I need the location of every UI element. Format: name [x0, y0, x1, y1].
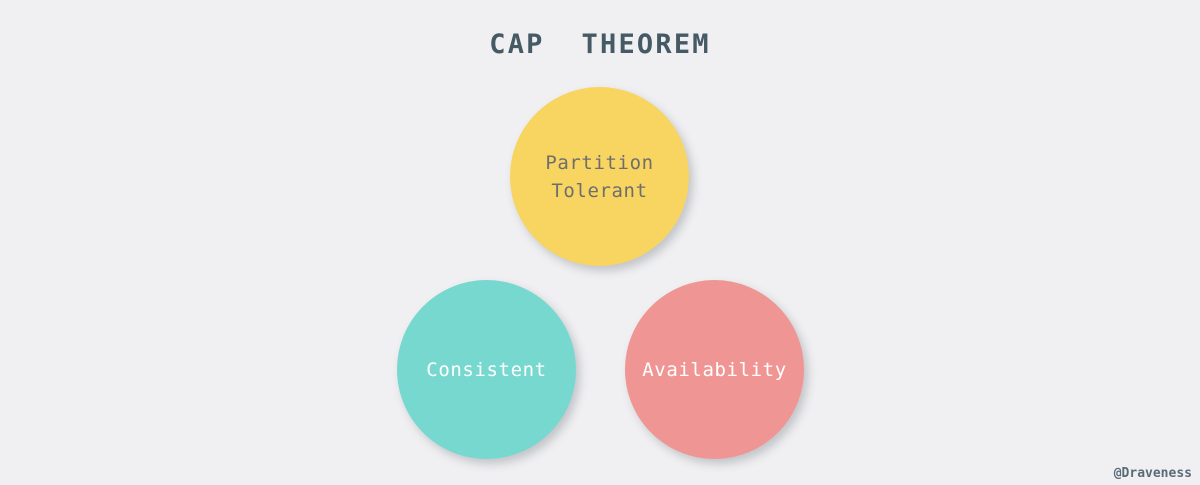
node-availability: Availability: [625, 280, 804, 459]
node-consistent: Consistent: [397, 280, 576, 459]
page-title: CAP THEOREM: [489, 29, 711, 60]
node-partition-tolerant: Partition Tolerant: [510, 87, 689, 266]
node-consistent-label: Consistent: [426, 358, 547, 381]
watermark-attribution: @Draveness: [1113, 466, 1192, 481]
node-availability-label: Availability: [642, 358, 787, 381]
node-partition-tolerant-label: Partition Tolerant: [545, 151, 654, 202]
